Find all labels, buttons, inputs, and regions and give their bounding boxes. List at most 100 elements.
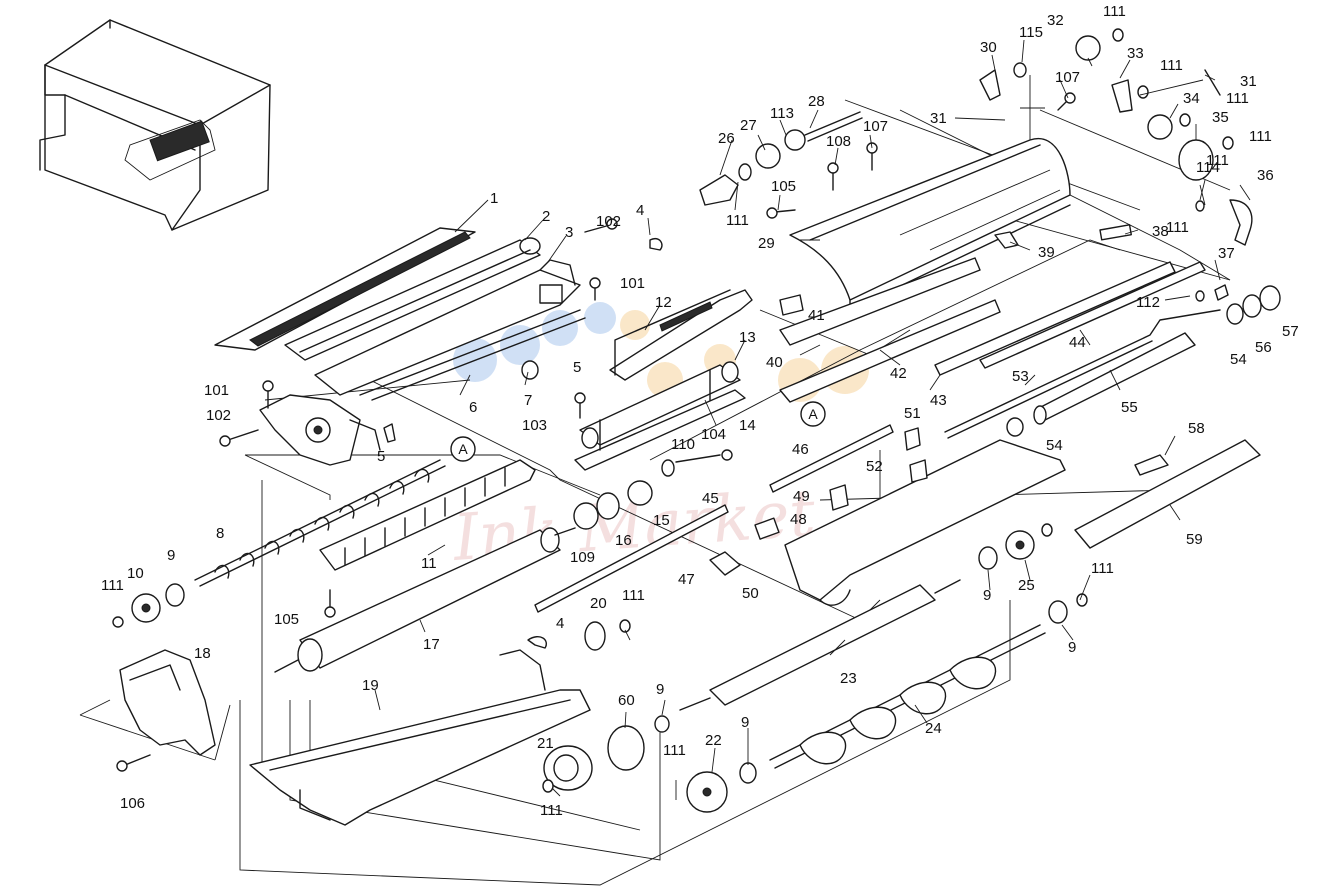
callout-49: 49 (793, 488, 810, 505)
callout-13: 13 (739, 329, 756, 346)
part-12-guide-frame (609, 289, 753, 381)
callout-111a: 111 (1103, 3, 1126, 20)
callout-111b: 111 (1160, 57, 1183, 74)
callout-7: 7 (524, 392, 532, 409)
part-11-guide (319, 459, 536, 571)
part-8-auger (194, 459, 446, 587)
callout-1: 1 (490, 190, 498, 207)
callout-29: 29 (758, 235, 775, 252)
callout-19: 19 (362, 677, 379, 694)
callout-101a: 101 (204, 382, 229, 399)
callout-111h: 111 (540, 802, 563, 819)
part-23-roller (679, 579, 961, 711)
callout-101b: 101 (620, 275, 645, 292)
reference-marker-a-left: A (450, 436, 476, 462)
callout-28: 28 (808, 93, 825, 110)
part-47-52-bracket-set (709, 427, 1066, 606)
callout-8: 8 (216, 525, 224, 542)
part-26-28-shaft-assembly (699, 111, 863, 206)
callout-111j: 111 (1091, 560, 1114, 577)
callout-9b: 9 (983, 587, 991, 604)
callout-25: 25 (1018, 577, 1035, 594)
part-53-55-rollers (944, 309, 1221, 439)
callout-58: 58 (1188, 420, 1205, 437)
callout-39: 39 (1038, 244, 1055, 261)
callout-46: 46 (792, 441, 809, 458)
part-38-39-clips (994, 224, 1132, 249)
callout-37: 37 (1218, 245, 1235, 262)
callout-5a: 5 (573, 359, 581, 376)
part-19-bottom-frame (249, 649, 591, 826)
part-20-gear (527, 619, 631, 651)
callout-35: 35 (1212, 109, 1229, 126)
callout-9d: 9 (656, 681, 664, 698)
part-15-gear-set (573, 449, 733, 530)
callout-9a: 9 (167, 547, 175, 564)
callout-114: 114 (1196, 159, 1220, 176)
callout-4a: 4 (636, 202, 644, 219)
callout-22: 22 (705, 732, 722, 749)
callout-41: 41 (808, 307, 825, 324)
part-3-frame (314, 259, 581, 396)
callout-115: 115 (1019, 24, 1043, 41)
callout-11: 11 (421, 555, 437, 572)
callout-60: 60 (618, 692, 635, 709)
part-29-drum-cover (789, 137, 1071, 311)
callout-54a: 54 (1230, 351, 1247, 368)
callout-33: 33 (1127, 45, 1144, 62)
reference-marker-a-right: A (800, 401, 826, 427)
part-10-gear (112, 583, 185, 628)
callout-27: 27 (740, 117, 757, 134)
callout-45: 45 (702, 490, 719, 507)
callout-111k: 111 (1206, 152, 1229, 169)
part-30-35-gears (979, 28, 1234, 212)
callout-16: 16 (615, 532, 632, 549)
left-side-frame (259, 394, 381, 466)
callout-102b: 102 (206, 407, 231, 424)
callout-12: 12 (655, 294, 672, 311)
callout-108: 108 (826, 133, 851, 150)
callout-17: 17 (423, 636, 440, 653)
callout-9e: 9 (741, 714, 749, 731)
part-58-59-cover (1074, 439, 1261, 549)
callout-14: 14 (739, 417, 756, 434)
callout-59: 59 (1186, 531, 1203, 548)
callout-24: 24 (925, 720, 942, 737)
callout-32: 32 (1047, 12, 1064, 29)
callout-3: 3 (565, 224, 573, 241)
reference-marker-label: A (458, 441, 468, 457)
callout-10: 10 (127, 565, 144, 582)
callout-15: 15 (653, 512, 670, 529)
callout-48: 48 (790, 511, 807, 528)
callout-105a: 105 (771, 178, 796, 195)
part-6-shaft (359, 309, 586, 401)
callout-50: 50 (742, 585, 759, 602)
callout-111d: 111 (1249, 128, 1272, 145)
part-54-57-bearings (1006, 284, 1281, 437)
machine-overview-icon (39, 19, 271, 231)
callout-105b: 105 (274, 611, 299, 628)
part-2-bar (284, 237, 541, 361)
callout-40: 40 (766, 354, 783, 371)
part-18-side-cover (119, 649, 216, 756)
part-13-roller (574, 361, 746, 471)
callout-102a: 102 (596, 213, 621, 230)
callout-56: 56 (1255, 339, 1272, 356)
callout-2: 2 (542, 208, 550, 225)
callout-104: 104 (701, 426, 726, 443)
callout-111g: 111 (622, 587, 645, 604)
callout-38: 38 (1152, 223, 1169, 240)
part-25-gear (978, 523, 1088, 624)
part-40-42-plates (779, 257, 1001, 403)
callout-52: 52 (866, 458, 883, 475)
part-36-guide (1229, 199, 1253, 246)
part-24-spiral-shaft (769, 624, 1046, 769)
callout-labels: 1 2 3 4 4 5 5 6 7 8 9 9 9 9 9 10 11 12 1… (101, 3, 1299, 819)
callout-43: 43 (930, 392, 947, 409)
callout-18: 18 (194, 645, 211, 662)
callout-113: 113 (770, 105, 794, 122)
part-17-roller (274, 527, 576, 673)
callout-55: 55 (1121, 399, 1138, 416)
callout-9c: 9 (1068, 639, 1076, 656)
